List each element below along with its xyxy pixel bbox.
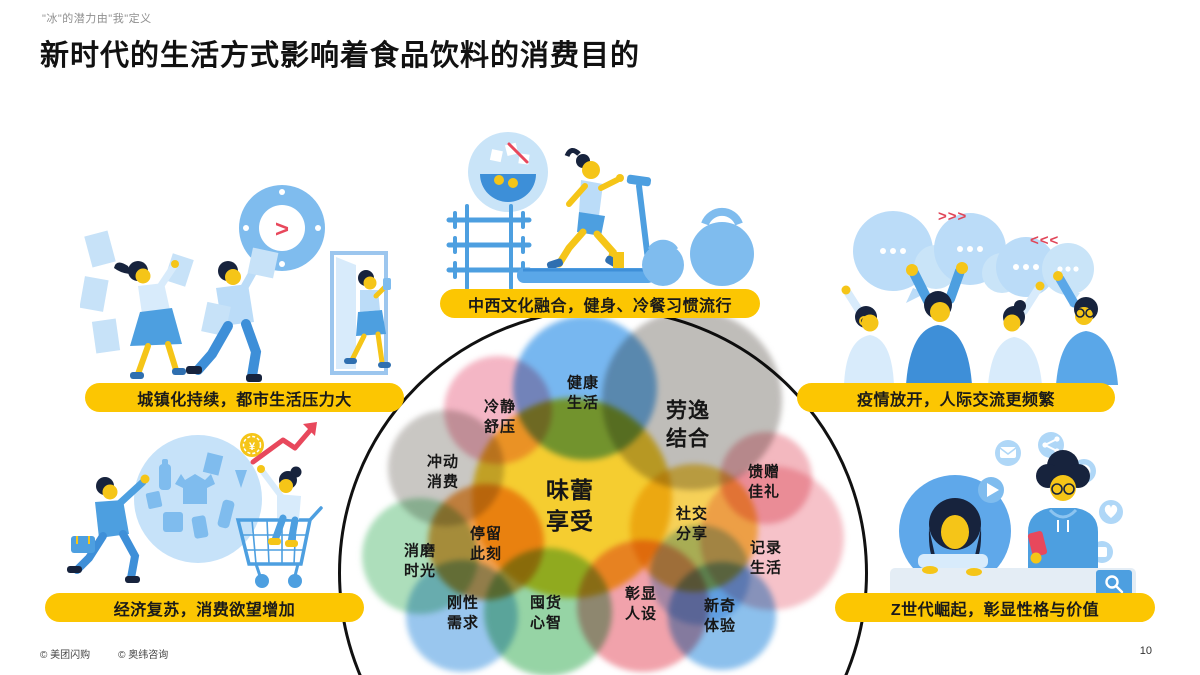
play-icon: [978, 477, 1004, 503]
person-figure: [257, 465, 302, 547]
bubble-label-taste-enjoy: 味蕾 享受: [546, 476, 594, 534]
heart-icon: [1099, 500, 1123, 524]
banner-social: 疫情放开，人际交流更频繁: [797, 383, 1115, 412]
svg-text:>: >: [275, 216, 289, 243]
clock-icon: >: [239, 185, 325, 279]
bubble-label-social-share: 社交 分享: [675, 505, 709, 543]
fitness-illustration: [443, 128, 761, 295]
speech-bubble-icon: [853, 211, 1094, 307]
bubble-label-novel-exp: 新奇 体验: [703, 597, 737, 635]
bubble-label-work-life: 劳逸 结合: [666, 399, 710, 451]
person-figure: [988, 281, 1045, 385]
person-figure: [186, 248, 269, 382]
zgen-illustration: [878, 428, 1178, 605]
bubble-circle-decor: [650, 525, 750, 625]
svg-text:¥: ¥: [249, 441, 256, 453]
bubble-label-kill-time: 消磨 时光: [403, 542, 437, 580]
runner-figure: [546, 148, 624, 270]
person-figure: [114, 253, 194, 379]
bubble-label-rigid-need: 刚性 需求: [446, 594, 480, 632]
bubble-label-stockpile: 囤货 心智: [529, 594, 563, 632]
person-figure: [344, 270, 391, 368]
bubble-circle-gift: [720, 432, 812, 524]
person-figure: [906, 262, 972, 385]
economy-illustration: ¥: [55, 412, 365, 602]
magnifier-icon: [1105, 575, 1124, 594]
person-figure: [1053, 271, 1118, 385]
bubble-label-show-persona: 彰显 人设: [624, 585, 658, 623]
search-bar: [1096, 570, 1132, 598]
banner-zgen: Z世代崛起，彰显性格与价值: [835, 593, 1155, 622]
banner-economy: 经济复苏，消费欲望增加: [45, 593, 364, 622]
footer: © 美团闪购 © 奥纬咨询: [40, 646, 168, 661]
barbell-rack-icon: [446, 204, 532, 290]
chevrons-left-icon: <<<: [1030, 232, 1059, 249]
copyright-oliverwyman: © 奥纬咨询: [118, 650, 169, 661]
salad-bowl-icon: [468, 132, 548, 212]
bubble-label-impulse-buy: 冲动 消费: [426, 453, 460, 491]
person-figure: [67, 474, 150, 583]
urban-illustration: >: [79, 138, 410, 391]
bubble-label-stay-moment: 停留 此刻: [469, 525, 503, 563]
kettlebell-icon: [642, 207, 754, 286]
bubble-label-record-life: 记录 生活: [749, 539, 783, 577]
page-title: 新时代的生活方式影响着食品饮料的消费目的: [40, 40, 641, 72]
envelope-icon: [995, 440, 1021, 466]
bubble-label-health-life: 健康 生活: [566, 374, 600, 412]
growth-arrow-icon: [250, 422, 317, 465]
flying-papers-icon: [79, 230, 121, 354]
desk: [890, 554, 1136, 600]
copyright-meituan: © 美团闪购: [40, 650, 91, 661]
coin-icon: ¥: [240, 433, 264, 457]
bubble-label-gift-giving: 馈赠 佳礼: [747, 463, 781, 501]
page-number: 10: [1139, 645, 1152, 657]
person-figure: [841, 285, 894, 385]
slide-kicker: "冰"的潜力由"我"定义: [42, 13, 152, 25]
banner-fitness: 中西文化融合，健身、冷餐习惯流行: [440, 289, 760, 318]
banner-urban: 城镇化持续，都市生活压力大: [85, 383, 404, 412]
bubble-label-calm-relax: 冷静 舒压: [483, 398, 517, 436]
social-illustration: >>> <<<: [818, 193, 1138, 390]
goods-circle-icon: [134, 435, 262, 563]
chevrons-right-icon: >>>: [938, 208, 967, 225]
